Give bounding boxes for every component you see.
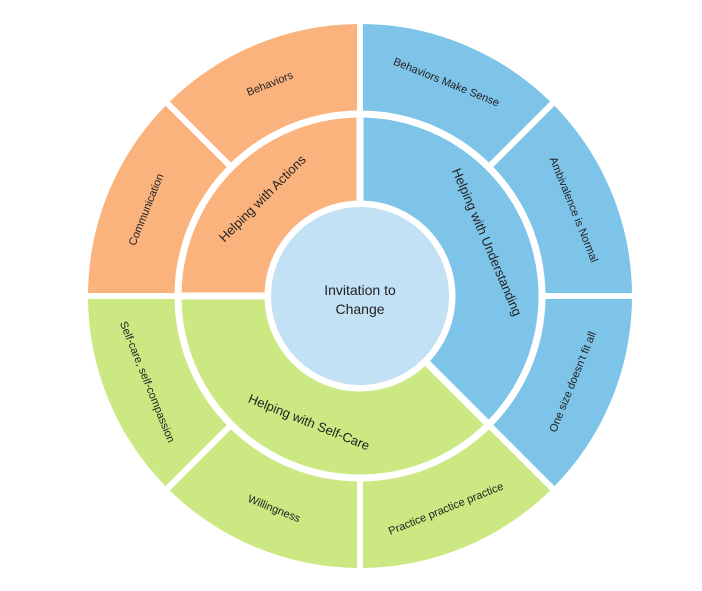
center-circle-group: Invitation to Change [267,203,453,389]
center-circle [267,203,453,389]
center-label-line1: Invitation to [324,282,396,298]
center-label-line2: Change [335,301,384,317]
